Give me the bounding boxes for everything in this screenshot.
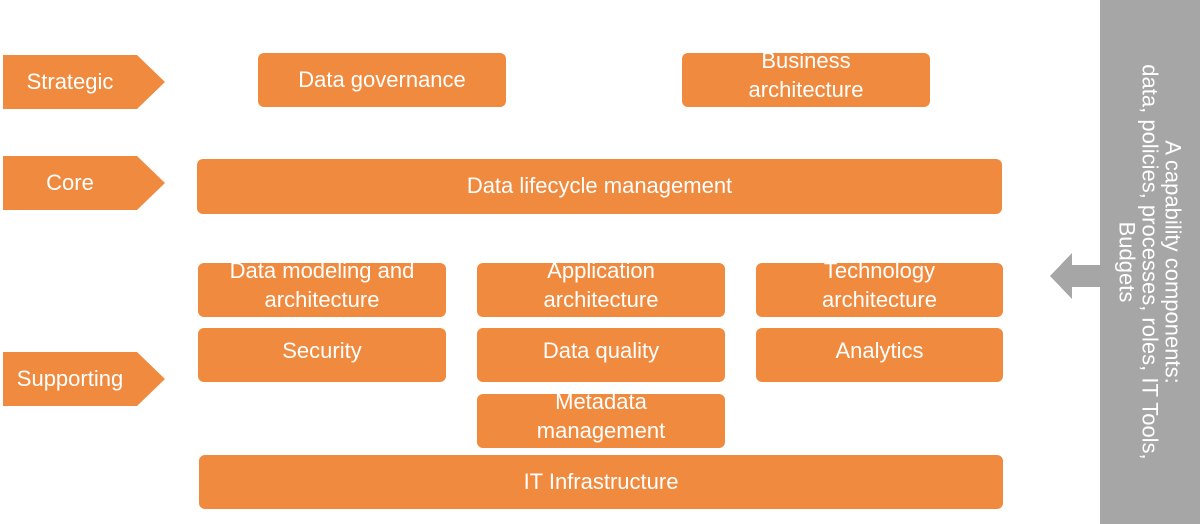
application-architecture-text: Application architecture — [543, 258, 659, 312]
supporting-label-text: Supporting — [16, 366, 124, 391]
security-box: Security — [198, 328, 446, 382]
strategic-level-label: Strategic — [3, 55, 165, 109]
data-modeling-box: Data modeling and architecture — [198, 258, 446, 317]
data-governance-text: Data governance — [298, 66, 466, 92]
it-infrastructure-box: IT Infrastructure — [199, 455, 1003, 509]
capability-components-panel: A capability components: data, policies,… — [1100, 0, 1200, 524]
core-level-label: Core — [3, 156, 165, 210]
strategic-label-text: Strategic — [26, 69, 114, 94]
business-architecture-text: Business architecture — [748, 48, 864, 102]
metadata-management-box: Metadata management — [477, 389, 725, 448]
application-architecture-box: Application architecture — [477, 258, 725, 317]
left-arrow-icon — [1050, 253, 1102, 299]
data-governance-box: Data governance — [258, 53, 506, 107]
technology-architecture-text: Technology architecture — [822, 258, 937, 312]
data-quality-text: Data quality — [542, 337, 660, 363]
data-lifecycle-management-box: Data lifecycle management — [197, 159, 1002, 214]
analytics-box: Analytics — [756, 328, 1003, 382]
supporting-level-label: Supporting — [3, 352, 165, 406]
data-lifecycle-management-text: Data lifecycle management — [466, 173, 733, 199]
technology-architecture-box: Technology architecture — [756, 258, 1003, 317]
data-quality-box: Data quality — [477, 328, 725, 382]
capability-components-text: A capability components: data, policies,… — [1114, 64, 1186, 460]
business-architecture-box: Business architecture — [682, 48, 930, 107]
data-modeling-text: Data modeling and architecture — [229, 258, 415, 312]
core-label-text: Core — [46, 170, 94, 195]
analytics-text: Analytics — [835, 337, 924, 363]
metadata-management-text: Metadata management — [536, 389, 666, 443]
it-infrastructure-text: IT Infrastructure — [523, 468, 679, 494]
security-text: Security — [282, 337, 362, 363]
